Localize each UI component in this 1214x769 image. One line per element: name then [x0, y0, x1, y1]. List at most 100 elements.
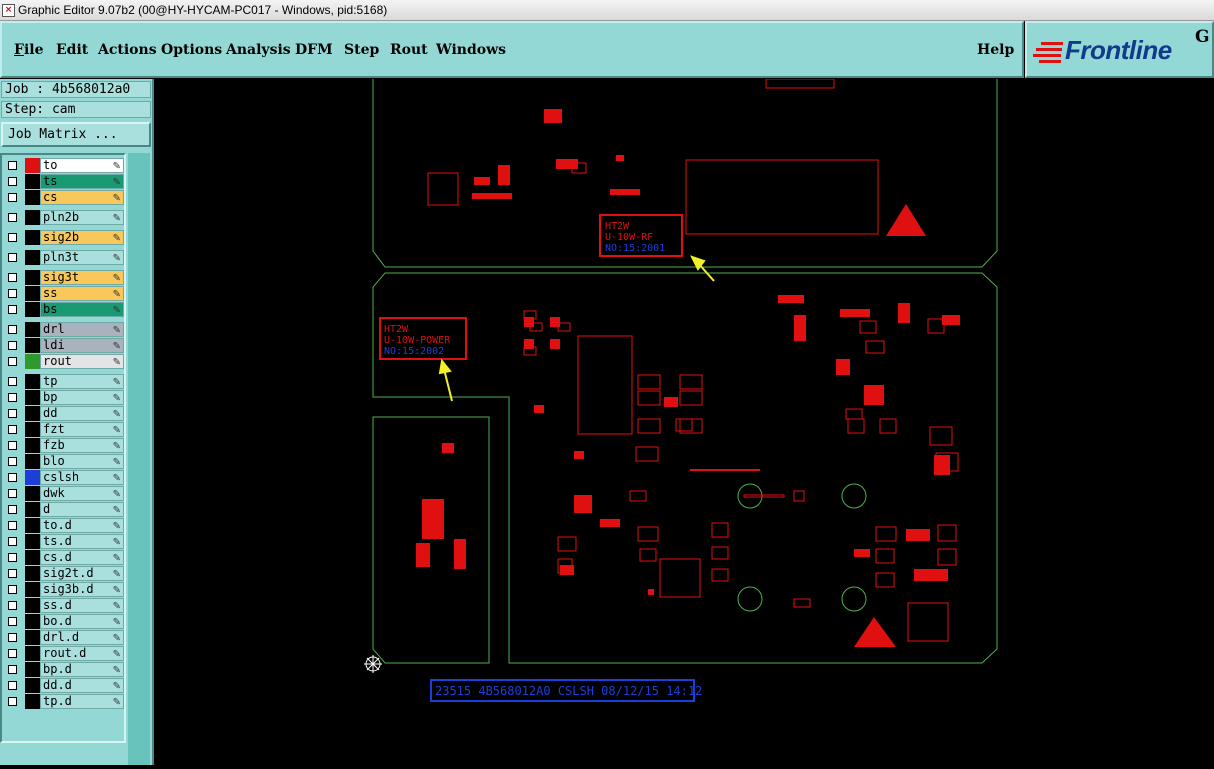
layer-name[interactable]: blo✎	[40, 454, 124, 469]
layer-name[interactable]: drl.d✎	[40, 630, 124, 645]
layer-row-bp-d[interactable]: bp.d✎	[5, 662, 124, 677]
layer-row-sig3b-d[interactable]: sig3b.d✎	[5, 582, 124, 597]
layer-color-swatch[interactable]	[25, 174, 40, 189]
layer-color-swatch[interactable]	[25, 302, 40, 317]
layer-row-pln2b[interactable]: pln2b✎	[5, 210, 124, 225]
layer-checkbox[interactable]	[8, 305, 17, 314]
layer-checkbox[interactable]	[8, 553, 17, 562]
layer-checkbox[interactable]	[8, 341, 17, 350]
layer-edit-icon[interactable]: ✎	[112, 473, 121, 484]
layer-edit-icon[interactable]: ✎	[112, 601, 121, 612]
layer-name[interactable]: sig3t✎	[40, 270, 124, 285]
layer-color-swatch[interactable]	[25, 534, 40, 549]
layer-color-swatch[interactable]	[25, 470, 40, 485]
layer-color-swatch[interactable]	[25, 582, 40, 597]
layer-edit-icon[interactable]: ✎	[112, 325, 121, 336]
layer-row-ts[interactable]: ts✎	[5, 174, 124, 189]
layer-name[interactable]: dwk✎	[40, 486, 124, 501]
layer-name[interactable]: sig2b✎	[40, 230, 124, 245]
layer-edit-icon[interactable]: ✎	[112, 289, 121, 300]
layer-name[interactable]: tp✎	[40, 374, 124, 389]
layer-row-dd-d[interactable]: dd.d✎	[5, 678, 124, 693]
layer-checkbox[interactable]	[8, 193, 17, 202]
layer-color-swatch[interactable]	[25, 678, 40, 693]
layer-name[interactable]: ts.d✎	[40, 534, 124, 549]
layer-color-swatch[interactable]	[25, 598, 40, 613]
layer-row-pln3t[interactable]: pln3t✎	[5, 250, 124, 265]
layer-name[interactable]: bp.d✎	[40, 662, 124, 677]
layer-color-swatch[interactable]	[25, 518, 40, 533]
layer-row-tp-d[interactable]: tp.d✎	[5, 694, 124, 709]
layer-checkbox[interactable]	[8, 649, 17, 658]
layer-row-rout[interactable]: rout✎	[5, 354, 124, 369]
layer-color-swatch[interactable]	[25, 502, 40, 517]
layer-color-swatch[interactable]	[25, 270, 40, 285]
layer-edit-icon[interactable]: ✎	[112, 521, 121, 532]
layer-color-swatch[interactable]	[25, 630, 40, 645]
layer-color-swatch[interactable]	[25, 566, 40, 581]
layer-color-swatch[interactable]	[25, 438, 40, 453]
layer-name[interactable]: rout✎	[40, 354, 124, 369]
layer-checkbox[interactable]	[8, 473, 17, 482]
layer-row-tp[interactable]: tp✎	[5, 374, 124, 389]
layer-row-cslsh[interactable]: cslsh✎	[5, 470, 124, 485]
layer-row-bp[interactable]: bp✎	[5, 390, 124, 405]
layer-checkbox[interactable]	[8, 617, 17, 626]
layer-edit-icon[interactable]: ✎	[112, 273, 121, 284]
layer-color-swatch[interactable]	[25, 190, 40, 205]
layer-edit-icon[interactable]: ✎	[112, 425, 121, 436]
layer-name[interactable]: ts✎	[40, 174, 124, 189]
menu-actions[interactable]: Actions	[98, 42, 157, 58]
layer-name[interactable]: tp.d✎	[40, 694, 124, 709]
layer-edit-icon[interactable]: ✎	[112, 253, 121, 264]
layer-color-swatch[interactable]	[25, 322, 40, 337]
layer-checkbox[interactable]	[8, 377, 17, 386]
layer-color-swatch[interactable]	[25, 286, 40, 301]
layer-color-swatch[interactable]	[25, 422, 40, 437]
menu-options[interactable]: Options	[161, 42, 223, 58]
layer-row-to[interactable]: to✎	[5, 158, 124, 173]
layer-edit-icon[interactable]: ✎	[112, 553, 121, 564]
layer-checkbox[interactable]	[8, 253, 17, 262]
layer-checkbox[interactable]	[8, 697, 17, 706]
layer-name[interactable]: cs✎	[40, 190, 124, 205]
layer-checkbox[interactable]	[8, 633, 17, 642]
layer-color-swatch[interactable]	[25, 646, 40, 661]
layer-checkbox[interactable]	[8, 601, 17, 610]
layer-color-swatch[interactable]	[25, 614, 40, 629]
layer-color-swatch[interactable]	[25, 390, 40, 405]
layer-name[interactable]: cs.d✎	[40, 550, 124, 565]
layer-edit-icon[interactable]: ✎	[112, 633, 121, 644]
layer-checkbox[interactable]	[8, 425, 17, 434]
layer-name[interactable]: pln2b✎	[40, 210, 124, 225]
layer-edit-icon[interactable]: ✎	[112, 649, 121, 660]
layer-color-swatch[interactable]	[25, 454, 40, 469]
layer-row-cs-d[interactable]: cs.d✎	[5, 550, 124, 565]
layer-checkbox[interactable]	[8, 441, 17, 450]
layer-name[interactable]: sig3b.d✎	[40, 582, 124, 597]
layer-checkbox[interactable]	[8, 681, 17, 690]
layer-name[interactable]: to.d✎	[40, 518, 124, 533]
layer-row-ss-d[interactable]: ss.d✎	[5, 598, 124, 613]
layer-name[interactable]: ldi✎	[40, 338, 124, 353]
layer-row-sig2t-d[interactable]: sig2t.d✎	[5, 566, 124, 581]
layer-row-to-d[interactable]: to.d✎	[5, 518, 124, 533]
layer-edit-icon[interactable]: ✎	[112, 357, 121, 368]
layer-edit-icon[interactable]: ✎	[112, 617, 121, 628]
menu-rout[interactable]: Rout	[390, 42, 428, 58]
layer-row-blo[interactable]: blo✎	[5, 454, 124, 469]
layer-row-sig2b[interactable]: sig2b✎	[5, 230, 124, 245]
layer-name[interactable]: to✎	[40, 158, 124, 173]
layer-name[interactable]: sig2t.d✎	[40, 566, 124, 581]
layer-name[interactable]: dd.d✎	[40, 678, 124, 693]
layer-row-ts-d[interactable]: ts.d✎	[5, 534, 124, 549]
layer-edit-icon[interactable]: ✎	[112, 193, 121, 204]
layer-name[interactable]: ss.d✎	[40, 598, 124, 613]
layer-row-ss[interactable]: ss✎	[5, 286, 124, 301]
layer-color-swatch[interactable]	[25, 354, 40, 369]
layer-color-swatch[interactable]	[25, 250, 40, 265]
layer-color-swatch[interactable]	[25, 406, 40, 421]
layer-row-sig3t[interactable]: sig3t✎	[5, 270, 124, 285]
layer-checkbox[interactable]	[8, 213, 17, 222]
menu-step[interactable]: Step	[344, 42, 380, 58]
